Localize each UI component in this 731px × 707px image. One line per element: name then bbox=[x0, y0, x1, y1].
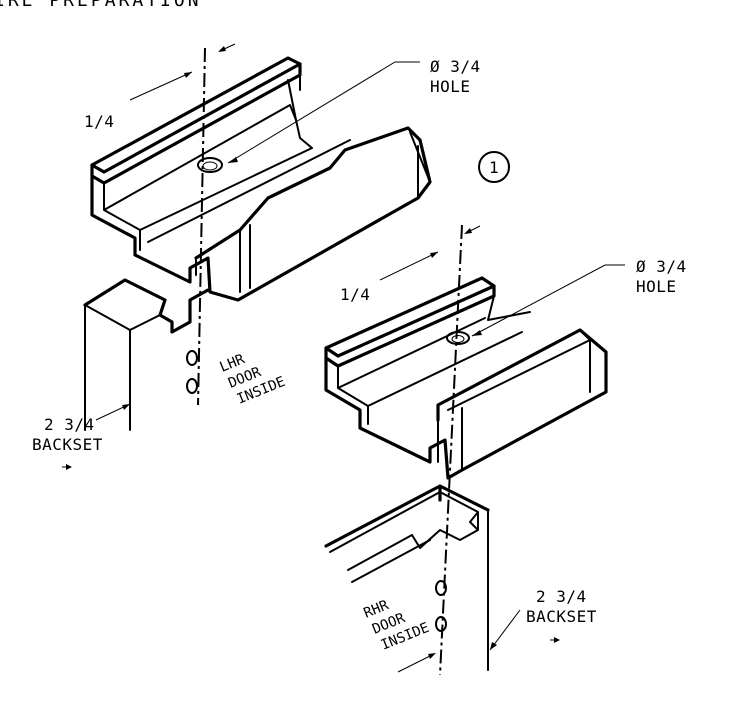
lhr-backset-label-2: BACKSET bbox=[32, 435, 103, 454]
lhr-screw-hole-2 bbox=[186, 378, 198, 394]
lhr-strike-lip bbox=[90, 56, 302, 185]
lhr-jamb bbox=[83, 278, 210, 334]
lhr-hole bbox=[197, 157, 223, 173]
callout-circle bbox=[478, 151, 510, 183]
rhr-hole-label-2: HOLE bbox=[636, 277, 677, 296]
rhr-hole bbox=[446, 331, 470, 345]
rhr-offset-label: 1/4 bbox=[340, 285, 370, 304]
lhr-strike-inner bbox=[103, 104, 351, 293]
lhr-hole-label-1: Ø 3/4 bbox=[430, 57, 481, 76]
lhr-centerline bbox=[197, 47, 206, 406]
rhr-hole-label-1: Ø 3/4 bbox=[636, 257, 687, 276]
rhr-centerline bbox=[439, 224, 463, 676]
lhr-hole-label-2: HOLE bbox=[430, 77, 471, 96]
rhr-strike-inner bbox=[337, 295, 591, 471]
rhr-screw-hole-2 bbox=[435, 616, 447, 632]
rhr-screw-hole-1 bbox=[435, 580, 447, 596]
rhr-backset-label-1: 2 3/4 bbox=[536, 587, 587, 606]
rhr-backset-label-2: BACKSET bbox=[526, 607, 597, 626]
lhr-screw-hole-1 bbox=[186, 350, 198, 366]
rhr-strike-assembly: 1/4 Ø 3/4 HOLE RHR DOOR INSIDE 2 3/4 BAC… bbox=[324, 224, 687, 676]
lhr-strike-assembly: 1/4 Ø 3/4 HOLE 1 LHR DOOR INSIDE 2 3/4 B… bbox=[32, 43, 510, 470]
drawing-title: IRE PREPARATION bbox=[0, 0, 202, 11]
lhr-offset-label: 1/4 bbox=[84, 112, 114, 131]
lhr-backset-label-1: 2 3/4 bbox=[44, 415, 95, 434]
lhr-strike-body bbox=[90, 126, 432, 302]
callout-number: 1 bbox=[489, 158, 499, 177]
